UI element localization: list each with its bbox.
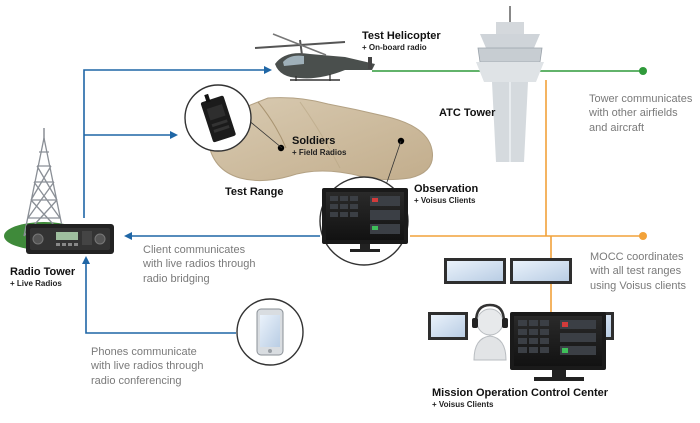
note-client-line: Client communicates <box>143 244 246 256</box>
note-phones-line: Phones communicate <box>91 346 197 358</box>
atc-tower-title: ATC Tower <box>439 107 496 119</box>
observation-title: Observation <box>414 183 479 195</box>
radio-tower-subtitle: + Live Radios <box>10 278 62 288</box>
soldiers-marker <box>277 144 285 152</box>
live-radio-device-icon <box>26 224 114 254</box>
soldiers-subtitle: + Field Radios <box>292 147 347 157</box>
mocc-subtitle: + Voisus Clients <box>432 399 494 409</box>
note-tower-line: Tower communicates <box>589 93 693 105</box>
note-mocc-line: using Voisus clients <box>590 279 686 292</box>
note-mocc-line: MOCC coordinates <box>590 251 684 263</box>
observation-label: Observation + Voisus Clients <box>414 183 478 205</box>
smartphone-icon <box>236 298 304 366</box>
soldiers-title: Soldiers <box>292 135 336 147</box>
note-tower-line: with other airfields <box>589 107 678 120</box>
atc-tower-label: ATC Tower <box>439 107 495 120</box>
note-tower: Tower communicates with other airfields … <box>589 92 692 135</box>
note-phones-line: with live radios through <box>91 360 204 373</box>
link-atc-endpoint <box>639 67 647 75</box>
test-range-label: Test Range <box>225 186 283 199</box>
test-range-title: Test Range <box>225 186 284 198</box>
helicopter-label: Test Helicopter + On-board radio <box>362 30 441 52</box>
callout-pointer-obs <box>384 140 402 189</box>
note-mocc: MOCC coordinates with all test ranges us… <box>590 250 686 293</box>
mocc-monitor-icon <box>510 312 606 381</box>
soldiers-label: Soldiers + Field Radios <box>292 135 346 157</box>
note-client-line: with live radios through <box>143 258 256 271</box>
note-phones: Phones communicate with live radios thro… <box>91 345 204 388</box>
atc-tower-icon <box>476 6 544 162</box>
field-radio-icon <box>184 84 252 152</box>
terrain-icon <box>207 97 434 182</box>
link-tower-helicopter <box>83 66 272 218</box>
operator-headset-icon <box>472 303 508 361</box>
helicopter-icon <box>254 33 375 81</box>
note-client-line: radio bridging <box>143 272 210 285</box>
mocc-wall-screens <box>428 258 614 340</box>
mocc-label: Mission Operation Control Center + Voisu… <box>432 387 608 409</box>
link-mocc-endpoint <box>639 232 647 240</box>
mocc-title: Mission Operation Control Center <box>432 387 609 399</box>
observation-subtitle: + Voisus Clients <box>414 195 476 205</box>
note-tower-line: and aircraft <box>589 121 645 134</box>
monitor-icon <box>319 176 409 266</box>
helicopter-title: Test Helicopter <box>362 30 441 42</box>
note-client: Client communicates with live radios thr… <box>143 243 256 286</box>
note-phones-line: radio conferencing <box>91 374 182 387</box>
helicopter-subtitle: + On-board radio <box>362 42 427 52</box>
radio-tower-label: Radio Tower + Live Radios <box>10 266 75 288</box>
link-phone-radio <box>82 256 236 334</box>
note-mocc-line: with all test ranges <box>590 265 682 278</box>
radio-tower-title: Radio Tower <box>10 266 76 278</box>
